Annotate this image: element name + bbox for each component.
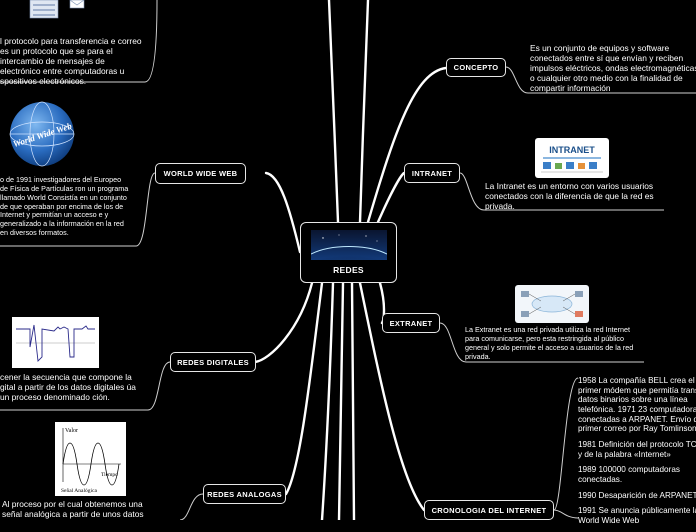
central-node-label: REDES bbox=[333, 265, 364, 275]
analog-y-label: Valor bbox=[65, 428, 78, 434]
analog-x-label: Tiempo bbox=[101, 472, 118, 478]
concepto-text: Es un conjunto de equipos y software con… bbox=[530, 43, 696, 93]
analog-caption: Señal Analógica bbox=[61, 488, 97, 494]
central-node-redes[interactable]: REDES bbox=[300, 222, 397, 283]
node-world-wide-web[interactable]: WORLD WIDE WEB bbox=[155, 163, 246, 184]
node-intranet[interactable]: INTRANET bbox=[404, 163, 460, 183]
digital-signal-image bbox=[12, 317, 99, 368]
node-redes-digitales[interactable]: REDES DIGITALES bbox=[170, 352, 256, 372]
chronology-entry: 1989 100000 computadoras conectadas. bbox=[578, 465, 696, 484]
network-earth-image bbox=[311, 230, 387, 260]
intranet-text: La Intranet es un entorno con varios usu… bbox=[485, 181, 655, 211]
world-wide-web-logo: World Wide Web bbox=[8, 100, 76, 168]
intranet-image-label: INTRANET bbox=[549, 145, 595, 155]
chronology-entry: 1958 La compañía BELL crea el primer mód… bbox=[578, 376, 696, 434]
digitales-text: cener la secuencia que compone la gital … bbox=[0, 372, 145, 402]
cronologia-text: 1958 La compañía BELL crea el primer mód… bbox=[578, 376, 696, 532]
smtp-text: l protocolo para transferencia e correo … bbox=[0, 36, 145, 86]
node-cronologia[interactable]: CRONOLOGIA DEL INTERNET bbox=[424, 500, 554, 520]
analogas-text: Al proceso por el cual obtenemos una señ… bbox=[2, 499, 162, 519]
analog-signal-image: Valor Tiempo Señal Analógica bbox=[55, 422, 126, 496]
extranet-text: La Extranet es una red privada utiliza l… bbox=[465, 326, 635, 361]
chronology-entry: 1981 Definición del protocolo TCP/IP y d… bbox=[578, 440, 696, 459]
email-server-image bbox=[28, 0, 90, 20]
extranet-image bbox=[515, 285, 589, 323]
chronology-entry: 1990 Desaparición de ARPANET. bbox=[578, 491, 696, 501]
intranet-image: INTRANET bbox=[535, 138, 609, 178]
www-text: o de 1991 investigadores del Europeo de … bbox=[0, 176, 130, 238]
node-concepto[interactable]: CONCEPTO bbox=[446, 58, 506, 77]
chronology-entry: 1991 Se anuncia públicamente la World Wi… bbox=[578, 506, 696, 525]
node-extranet[interactable]: EXTRANET bbox=[382, 313, 440, 333]
node-redes-analogas[interactable]: REDES ANALOGAS bbox=[203, 484, 286, 504]
